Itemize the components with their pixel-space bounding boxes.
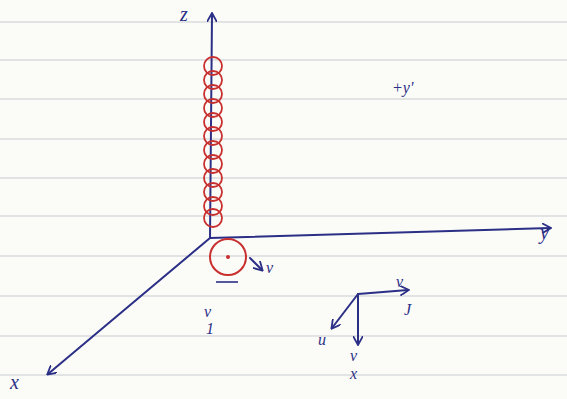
triad-label: v (350, 348, 357, 364)
spring (204, 57, 222, 227)
triad-label: x (350, 366, 357, 382)
triad-label: v (396, 274, 403, 290)
mass-ball (210, 239, 246, 282)
axis-label: x (10, 372, 19, 392)
axis-label: z (180, 4, 188, 24)
ball-label: v (204, 304, 211, 320)
triad-arrow (357, 294, 359, 344)
velocity-label: v (266, 260, 273, 276)
axis-label: y (540, 222, 549, 242)
triad-arrow (358, 290, 408, 294)
y-axis (210, 228, 550, 238)
z-axis (210, 14, 212, 238)
x-axis (48, 238, 210, 374)
triad-arrow (332, 294, 358, 328)
note-label: +y' (392, 80, 413, 96)
velocity-arrow (250, 258, 262, 270)
triad-label: J (404, 302, 411, 318)
triad-label: u (318, 332, 326, 348)
ball-label: 1 (206, 321, 214, 337)
